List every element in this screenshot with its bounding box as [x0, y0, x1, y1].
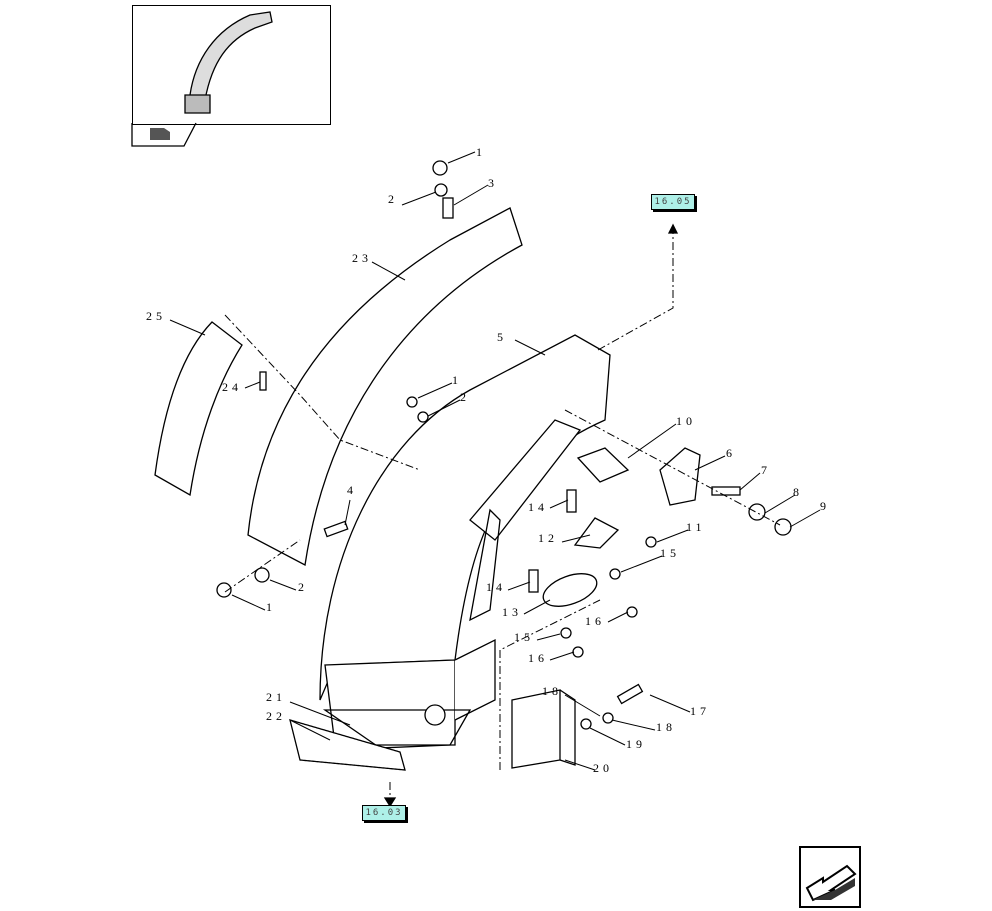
- callout: 22: [266, 709, 286, 723]
- reference-16-05[interactable]: 16.05: [651, 194, 695, 210]
- callout: 24: [222, 380, 242, 394]
- callout: 1: [476, 145, 486, 159]
- reference-16-03[interactable]: 16.03: [362, 805, 406, 821]
- callout: 17: [690, 704, 710, 718]
- callout: 14: [528, 500, 548, 514]
- assembly-thumbnail[interactable]: [132, 5, 331, 125]
- callout: 8: [793, 485, 803, 499]
- callout: 21: [266, 690, 286, 704]
- callout: 3: [488, 176, 498, 190]
- callout: 1: [266, 600, 276, 614]
- callout: 9: [820, 499, 830, 513]
- callout: 13: [502, 605, 522, 619]
- callout: 1: [452, 373, 462, 387]
- callout: 12: [538, 531, 558, 545]
- callout: 10: [676, 414, 696, 428]
- callout: 11: [686, 520, 706, 534]
- callout: 23: [352, 251, 372, 265]
- callout: 15: [660, 546, 680, 560]
- callout: 14: [486, 580, 506, 594]
- callout: 2: [388, 192, 398, 206]
- callout: 6: [726, 446, 736, 460]
- callout: 18: [656, 720, 676, 734]
- callout: 15: [514, 630, 534, 644]
- callout: 7: [761, 463, 771, 477]
- callout: 20: [593, 761, 613, 775]
- callout: 19: [626, 737, 646, 751]
- callout: 5: [497, 330, 507, 344]
- callout: 18: [542, 684, 562, 698]
- callout: 4: [347, 483, 357, 497]
- callout: 16: [585, 614, 605, 628]
- callout: 2: [460, 390, 470, 404]
- callout: 25: [146, 309, 166, 323]
- previous-page-arrow-icon: [805, 864, 857, 902]
- callout: 16: [528, 651, 548, 665]
- callout: 2: [298, 580, 308, 594]
- previous-page-button[interactable]: [799, 846, 861, 908]
